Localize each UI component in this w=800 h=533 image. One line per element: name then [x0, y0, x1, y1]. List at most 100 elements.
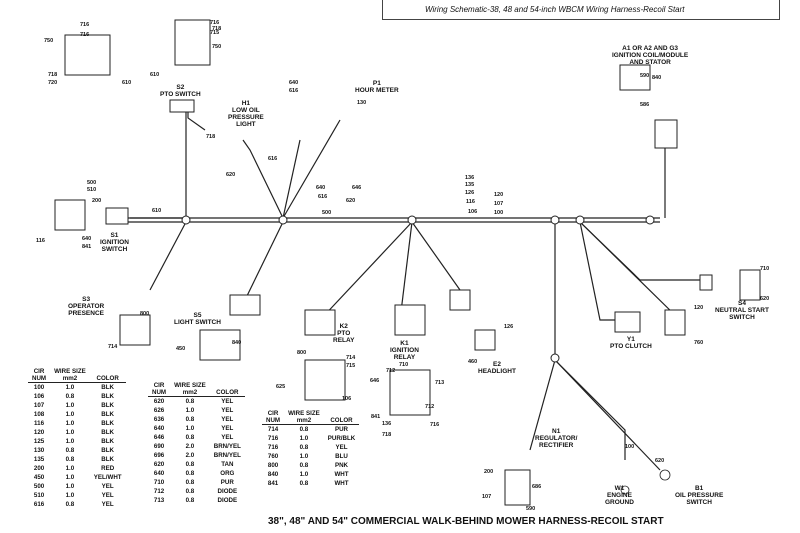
y1-connector [664, 309, 686, 336]
wire-color: BLK [101, 438, 115, 445]
wire-color: BLK [101, 402, 115, 409]
wire-color: BLK [101, 411, 115, 418]
junction-1 [181, 215, 191, 225]
wire-size: 2.0 [185, 443, 195, 450]
cir-num: 500 [33, 483, 45, 490]
wire-number: 130 [357, 100, 367, 106]
junction-3 [407, 215, 417, 225]
cir-num: 800 [267, 462, 279, 469]
junction-2 [278, 215, 288, 225]
wire-number: 640 [316, 185, 326, 191]
k2-label: K2 PTO RELAY [333, 323, 355, 344]
s4-branch [579, 221, 700, 281]
wire-size: 1.0 [65, 438, 75, 445]
s4-connector [699, 274, 713, 291]
cir-num: 200 [33, 465, 45, 472]
s1-label: S1 IGNITION SWITCH [100, 232, 129, 253]
wire-size: 0.8 [299, 426, 309, 433]
wire-number: 713 [435, 380, 445, 386]
wire-number: 106 [342, 396, 352, 402]
wire-number: 200 [92, 198, 102, 204]
wire-color: PNK [334, 462, 349, 469]
k1-relay [394, 304, 426, 336]
wire-color: YEL [101, 483, 114, 490]
cir-num: 108 [33, 411, 45, 418]
junction-6 [645, 215, 655, 225]
s4-label: S4 NEUTRAL START SWITCH [715, 300, 769, 321]
wire-size: 1.0 [65, 402, 75, 409]
wire-size: 0.8 [65, 447, 75, 454]
wire-number: 800 [297, 350, 307, 356]
cir-num: 120 [33, 429, 45, 436]
wire-number: 750 [44, 38, 54, 44]
cir-num: 760 [267, 453, 279, 460]
wire-size: 0.8 [185, 461, 195, 468]
wire-size: 2.0 [185, 452, 195, 459]
wire-number: 500 [87, 180, 97, 186]
wire-number: 120 [494, 192, 504, 198]
wire-size: 1.0 [299, 453, 309, 460]
table-header-color: COLOR [330, 417, 353, 424]
s1-ignition-switch [54, 199, 86, 231]
s4b-branch [579, 221, 681, 321]
wire-number: 610 [150, 72, 160, 78]
y1-clutch [614, 311, 641, 333]
table-header-color: COLOR [216, 389, 239, 396]
cir-num: 626 [153, 407, 165, 414]
wire-number: 500 [322, 210, 332, 216]
y1-label: Y1 PTO CLUTCH [610, 336, 652, 350]
wire-color: YEL/WHT [93, 474, 122, 481]
junction-5 [575, 215, 585, 225]
table-header-color: COLOR [96, 375, 119, 382]
wire-size: 0.8 [185, 488, 195, 495]
wire-color: BLU [335, 453, 348, 460]
junction-4 [550, 215, 560, 225]
wire-number: 100 [494, 210, 504, 216]
wire-size: 0.8 [185, 398, 195, 405]
wire-number: 640 [82, 236, 92, 242]
wire-number: 720 [48, 80, 58, 86]
s3-branch [149, 221, 187, 291]
wire-color: YEL [221, 434, 234, 441]
a1-label: A1 OR A2 AND G3 IGNITION COIL/MODULE AND… [612, 45, 689, 66]
b1-branch [554, 359, 661, 471]
wire-color: YEL [101, 501, 114, 508]
cir-num: 125 [33, 438, 45, 445]
wire-color: WHT [334, 471, 349, 478]
wire-number: 450 [176, 346, 186, 352]
s4-switch [739, 269, 761, 301]
cir-num: 712 [153, 488, 165, 495]
wire-size: 1.0 [299, 435, 309, 442]
wire-number: 100 [625, 444, 635, 450]
k2-relay [304, 309, 336, 336]
cir-num: 616 [33, 501, 45, 508]
wire-number: 800 [140, 311, 150, 317]
wire-color: DIODE [217, 488, 238, 495]
s5-lamp [229, 294, 261, 316]
cir-num: 510 [33, 492, 45, 499]
s2-branch [176, 109, 187, 218]
b1-switch [659, 469, 671, 481]
wire-size: 0.8 [185, 434, 195, 441]
table-header-size: WIRE SIZE mm2 [288, 410, 320, 424]
wire-size: 1.0 [185, 407, 195, 414]
h1b-branch [282, 139, 301, 219]
wire-number: 586 [640, 102, 650, 108]
wire-number: 460 [468, 359, 478, 365]
wire-number: 136 [382, 421, 392, 427]
wire-size: 1.0 [185, 425, 195, 432]
